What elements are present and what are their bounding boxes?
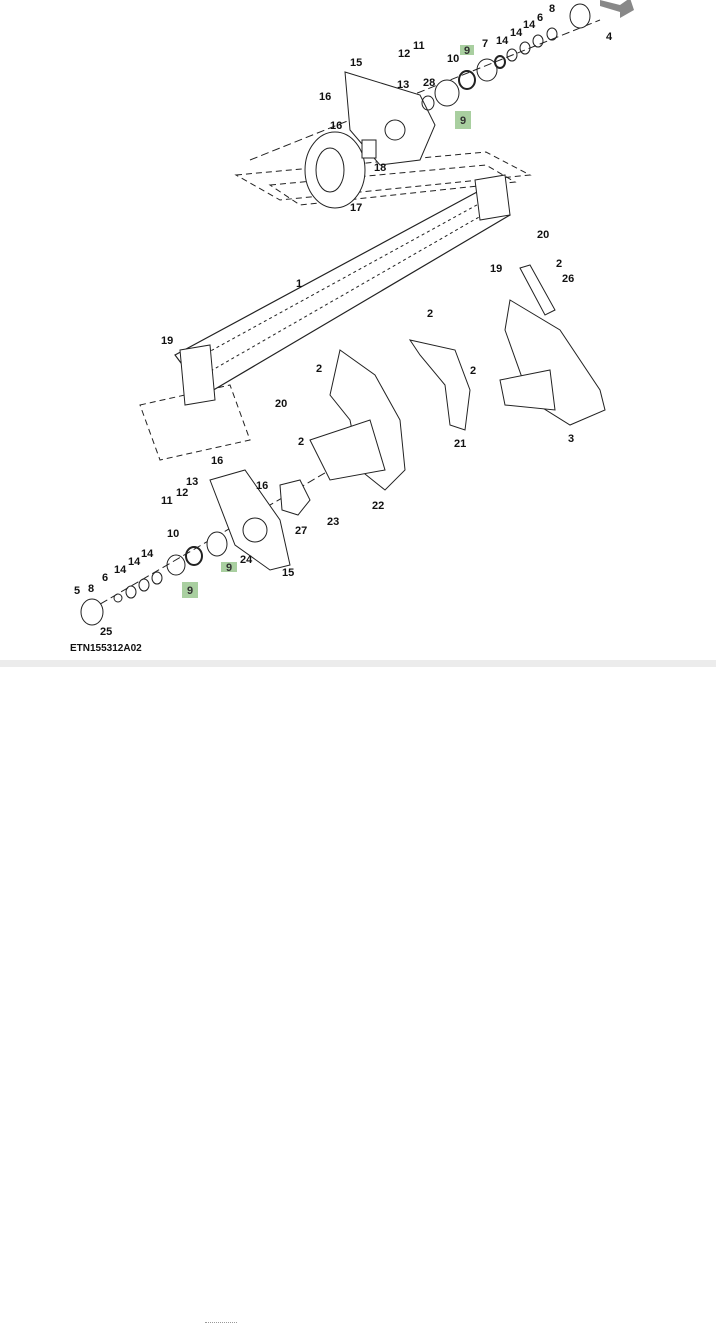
callout-25: 25 [100,626,112,638]
callout-13: 13 [397,79,409,91]
callout-2: 2 [298,436,304,448]
callout-2: 2 [556,258,562,270]
callout-19: 19 [161,335,173,347]
parts-diagram: 1222223456678810101111121213131414141414… [74,0,634,638]
callout-9-highlighted[interactable]: 9 [187,585,193,597]
callout-16: 16 [211,455,223,467]
callout-16: 16 [256,480,268,492]
callout-23: 23 [327,516,339,528]
callout-9-highlighted[interactable]: 9 [226,562,232,574]
callout-14: 14 [510,27,523,39]
callout-highlight[interactable] [182,582,198,598]
figure-code: ETN155312A02 [70,643,142,654]
callout-19: 19 [490,263,502,275]
callout-16: 16 [319,91,331,103]
callout-highlight[interactable] [460,45,474,55]
callout-1: 1 [296,278,302,290]
callout-8: 8 [88,583,94,595]
callout-14: 14 [523,19,536,31]
callout-17: 17 [350,202,362,214]
callout-14: 14 [496,35,509,47]
strip-26 [519,264,556,316]
callout-21: 21 [454,438,466,450]
callout-8: 8 [549,3,555,15]
callout-18: 18 [374,162,386,174]
bottom-scrollbar[interactable] [0,660,716,1323]
callout-16: 16 [330,120,342,132]
callout-22: 22 [372,500,384,512]
callout-10: 10 [447,53,459,65]
hub-27 [279,479,311,516]
callout-15: 15 [282,567,294,579]
callout-12: 12 [176,487,188,499]
callout-9-highlighted[interactable]: 9 [464,45,470,57]
callout-15: 15 [350,57,362,69]
callout-9-highlighted[interactable]: 9 [460,115,466,127]
callout-10: 10 [167,528,179,540]
callout-13: 13 [186,476,198,488]
direction-arrow-icon [600,0,634,18]
callout-6: 6 [102,572,108,584]
callout-2: 2 [427,308,433,320]
callout-12: 12 [398,48,410,60]
callout-20: 20 [275,398,287,410]
callout-11: 11 [161,495,173,507]
callout-3: 3 [568,433,574,445]
callout-14: 14 [141,548,154,560]
callout-6: 6 [537,12,543,24]
callout-14: 14 [128,556,141,568]
callout-7: 7 [482,38,488,50]
callout-24: 24 [240,554,253,566]
guide-22 [329,349,406,491]
dashed-frame-top [234,151,532,201]
callout-4: 4 [606,31,613,43]
guide-21 [408,339,471,431]
end-cap [80,598,104,626]
callout-5: 5 [74,585,80,597]
callout-2: 2 [316,363,322,375]
callout-14: 14 [114,564,127,576]
callout-28: 28 [423,77,435,89]
callout-2: 2 [470,365,476,377]
callout-highlight[interactable] [455,111,471,129]
callout-27: 27 [295,525,307,537]
callout-20: 20 [537,229,549,241]
callout-11: 11 [413,40,425,52]
callout-26: 26 [562,273,574,285]
callout-highlight[interactable] [221,562,237,572]
